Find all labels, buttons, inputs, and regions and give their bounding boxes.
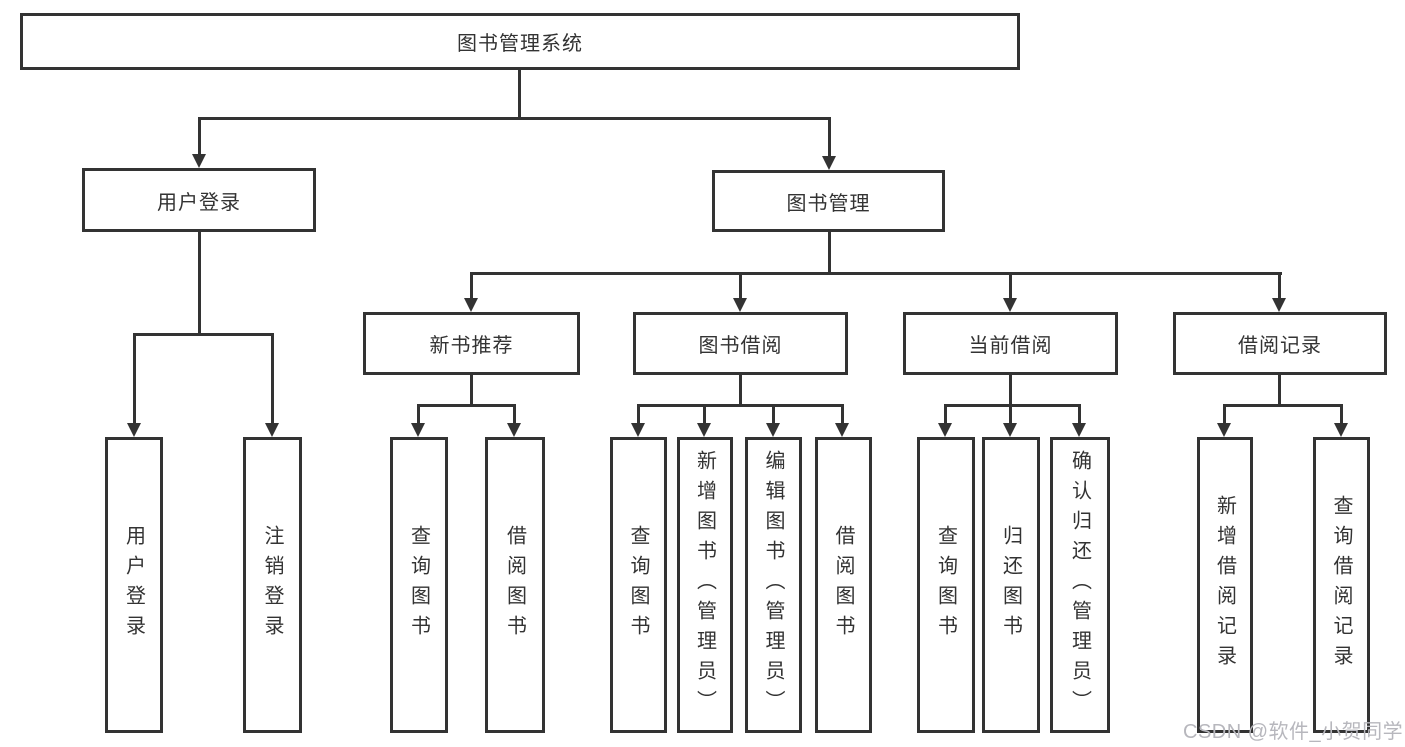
leaf-confirm-return-admin: 确认归还（管理员） (1050, 437, 1110, 733)
connector-arrow (1217, 423, 1231, 437)
connector-line (1278, 272, 1281, 299)
connector-line (417, 404, 516, 407)
node-borrow-records: 借阅记录 (1173, 312, 1387, 375)
connector-arrow (507, 423, 521, 437)
leaf-query-books-recommend: 查询图书 (390, 437, 448, 733)
connector-arrow (411, 423, 425, 437)
connector-line (1009, 374, 1012, 406)
leaf-return-books: 归还图书 (982, 437, 1040, 733)
connector-line (470, 374, 473, 406)
node-root-library-system: 图书管理系统 (20, 13, 1020, 70)
node-book-management: 图书管理 (712, 170, 945, 232)
connector-line (1223, 404, 1226, 424)
connector-line (703, 404, 706, 424)
connector-arrow (1272, 298, 1286, 312)
node-user-login: 用户登录 (82, 168, 316, 232)
connector-arrow (938, 423, 952, 437)
node-current-borrow: 当前借阅 (903, 312, 1118, 375)
connector-line (841, 404, 844, 424)
connector-arrow (766, 423, 780, 437)
connector-line (1078, 404, 1081, 424)
connector-arrow (464, 298, 478, 312)
connector-line (772, 404, 775, 424)
csdn-watermark: CSDN @软件_小贺同学 (1183, 721, 1404, 743)
leaf-add-books-admin: 新增图书（管理员） (677, 437, 733, 733)
connector-arrow (631, 423, 645, 437)
node-new-book-recommend: 新书推荐 (363, 312, 580, 375)
connector-line (518, 68, 521, 119)
connector-line (1009, 404, 1012, 424)
connector-arrow (1334, 423, 1348, 437)
connector-arrow (1072, 423, 1086, 437)
connector-line (739, 374, 742, 406)
connector-arrow (192, 154, 206, 168)
leaf-logout: 注销登录 (243, 437, 302, 733)
connector-line (133, 333, 274, 336)
connector-line (637, 404, 844, 407)
leaf-borrow-books: 借阅图书 (815, 437, 872, 733)
leaf-user-login: 用户登录 (105, 437, 163, 733)
connector-line (944, 404, 947, 424)
connector-line (470, 272, 473, 299)
leaf-query-books-current: 查询图书 (917, 437, 975, 733)
connector-line (944, 404, 1081, 407)
connector-arrow (1003, 298, 1017, 312)
connector-line (271, 333, 274, 424)
connector-line (637, 404, 640, 424)
leaf-query-books-borrow: 查询图书 (610, 437, 667, 733)
connector-line (1009, 272, 1012, 299)
connector-line (1340, 404, 1343, 424)
connector-arrow (822, 156, 836, 170)
connector-line (133, 333, 136, 424)
connector-line (198, 117, 831, 120)
leaf-borrow-books-recommend: 借阅图书 (485, 437, 545, 733)
connector-arrow (1003, 423, 1017, 437)
connector-line (513, 404, 516, 424)
connector-line (1223, 404, 1343, 407)
connector-arrow (265, 423, 279, 437)
connector-line (739, 272, 742, 299)
connector-line (828, 117, 831, 158)
leaf-edit-books-admin: 编辑图书（管理员） (745, 437, 802, 733)
connector-arrow (697, 423, 711, 437)
connector-arrow (127, 423, 141, 437)
connector-line (828, 231, 831, 275)
connector-line (470, 272, 1282, 275)
connector-arrow (733, 298, 747, 312)
leaf-add-borrow-record: 新增借阅记录 (1197, 437, 1253, 733)
node-book-borrow: 图书借阅 (633, 312, 848, 375)
connector-arrow (835, 423, 849, 437)
connector-line (198, 231, 201, 335)
connector-line (417, 404, 420, 424)
connector-line (1278, 374, 1281, 406)
leaf-query-borrow-record: 查询借阅记录 (1313, 437, 1370, 733)
connector-line (198, 117, 201, 156)
